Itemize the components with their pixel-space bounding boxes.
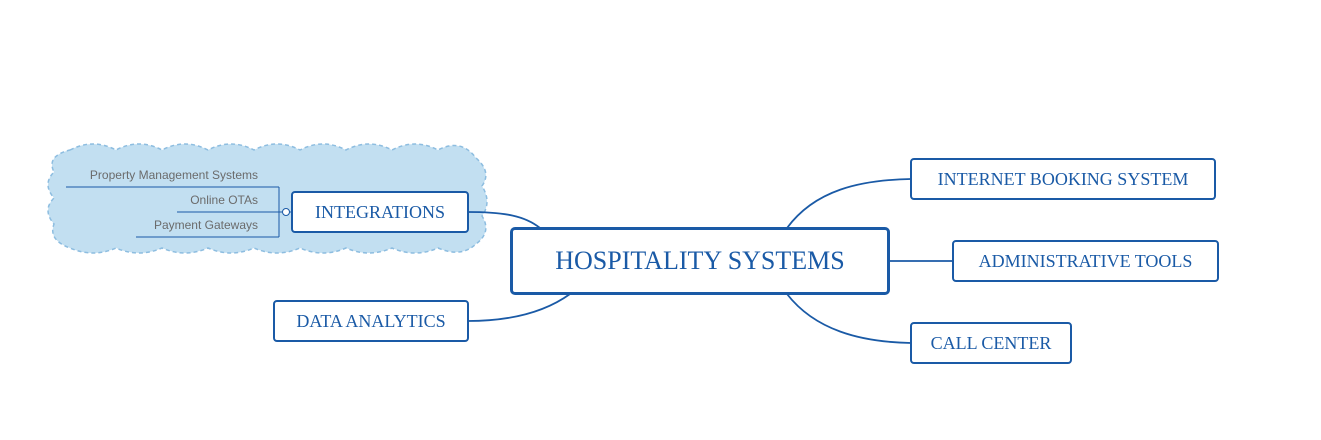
topic-integrations[interactable]: INTEGRATIONS bbox=[291, 191, 469, 233]
connector-call-center bbox=[786, 293, 912, 344]
topic-call-center[interactable]: CALL CENTER bbox=[910, 322, 1072, 364]
collapse-toggle-icon[interactable] bbox=[282, 208, 290, 216]
central-topic[interactable]: HOSPITALITY SYSTEMS bbox=[510, 227, 890, 295]
subtopic-connectors bbox=[66, 186, 292, 238]
connector-internet-booking bbox=[786, 178, 912, 229]
subtopic-property-management-systems[interactable]: Property Management Systems bbox=[89, 168, 258, 182]
topic-administrative-tools[interactable]: ADMINISTRATIVE TOOLS bbox=[952, 240, 1219, 282]
topic-data-analytics[interactable]: DATA ANALYTICS bbox=[273, 300, 469, 342]
connector-data-analytics bbox=[467, 293, 571, 322]
connector-integrations bbox=[467, 211, 541, 229]
topic-internet-booking-system[interactable]: INTERNET BOOKING SYSTEM bbox=[910, 158, 1216, 200]
subtopic-online-otas[interactable]: Online OTAs bbox=[190, 193, 258, 207]
subtopic-payment-gateways[interactable]: Payment Gateways bbox=[153, 218, 258, 232]
